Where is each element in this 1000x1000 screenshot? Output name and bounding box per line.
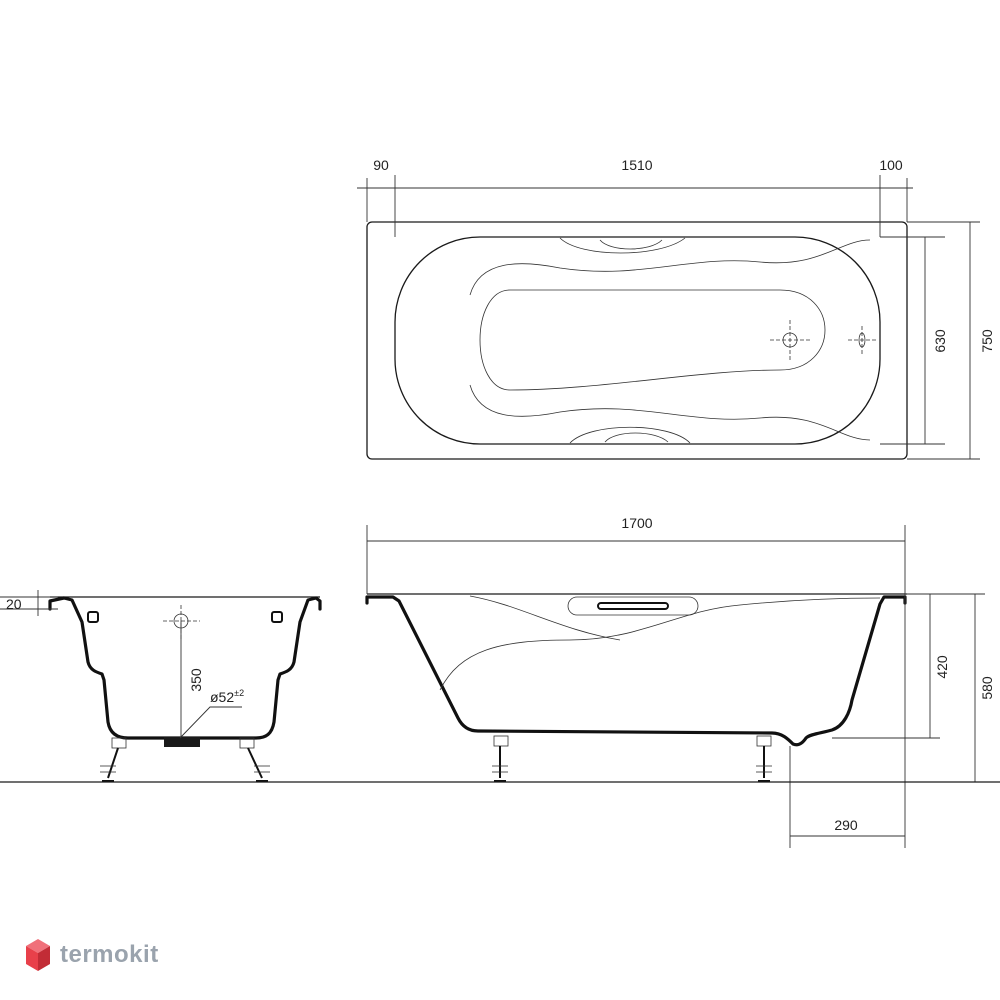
end-view-handle-right	[271, 611, 283, 623]
side-view-handle	[567, 596, 699, 616]
end-view-leg-right	[239, 737, 270, 782]
top-view-bottom-contour	[479, 289, 826, 391]
dim-drain-height: 350	[188, 668, 204, 692]
dim-drain-diameter: ø52±2	[210, 688, 244, 705]
dim-right-rim: 100	[879, 157, 903, 173]
termokit-logo: termokit	[24, 934, 159, 976]
dim-inner-width: 630	[932, 329, 948, 353]
side-view-body	[365, 595, 907, 747]
dim-left-rim: 90	[373, 157, 389, 173]
drain-diameter-tolerance: ±2	[234, 688, 244, 698]
end-view: 20 350 ø52±2	[0, 590, 322, 782]
cube-logo-icon	[26, 939, 50, 971]
dim-length: 1700	[621, 515, 652, 531]
end-view-body	[48, 596, 322, 740]
dim-inner-length: 1510	[621, 157, 652, 173]
side-drain-offset-dimension	[789, 594, 906, 848]
end-rim-dimension	[0, 590, 58, 616]
end-view-overflow	[163, 605, 200, 640]
side-height-dimensions	[832, 593, 985, 782]
dim-inner-depth: 420	[934, 655, 950, 679]
top-view-outer-rim	[366, 221, 908, 460]
top-view-inner-basin	[394, 236, 881, 445]
top-length-dimensions	[357, 175, 913, 237]
top-view-overflow	[848, 326, 876, 354]
side-view-inner-wave	[439, 597, 881, 691]
top-view-drain	[770, 320, 810, 360]
side-view-leg-right	[756, 735, 772, 782]
dim-total-height: 580	[979, 676, 995, 700]
end-view-handle-left	[87, 611, 99, 623]
end-drain-leader	[179, 706, 242, 739]
side-view-inner-wave-2	[469, 595, 621, 641]
top-view-upper-wave	[469, 239, 871, 296]
dim-rim: 20	[6, 596, 22, 612]
side-length-dimension	[366, 525, 906, 594]
logo-text: termokit	[60, 941, 159, 968]
top-view-lower-wave	[469, 384, 871, 441]
dim-drain-offset: 290	[834, 817, 858, 833]
side-view-leg-left	[492, 735, 509, 782]
end-view-drain-block	[164, 737, 200, 747]
top-view-handle-top	[559, 237, 686, 254]
dim-outer-width: 750	[979, 329, 995, 353]
end-view-leg-left	[100, 737, 127, 782]
top-width-dimensions	[880, 221, 980, 460]
side-view: 1700 420 580 290	[365, 515, 995, 848]
drain-diameter-value: ø52	[210, 689, 234, 705]
top-view: 90 1510 100 630 750	[357, 157, 995, 460]
top-view-handle-bottom	[569, 426, 691, 444]
